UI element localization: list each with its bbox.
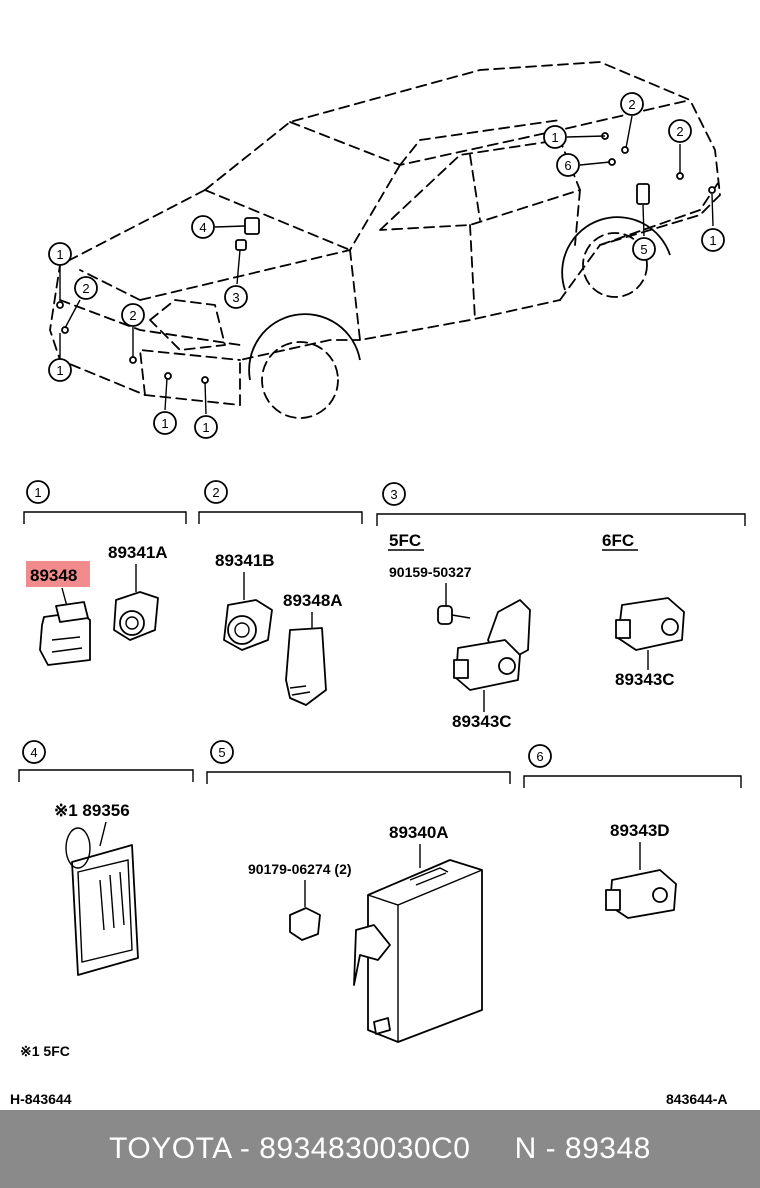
svg-text:1: 1	[202, 420, 209, 435]
svg-text:2: 2	[82, 281, 89, 296]
svg-text:1: 1	[161, 416, 168, 431]
part-label-89348A[interactable]: 89348A	[283, 591, 343, 610]
section-4-number: 4	[30, 745, 37, 760]
svg-text:6: 6	[564, 158, 571, 173]
part-label-89343C-5FC[interactable]: 89343C	[452, 712, 512, 731]
section-3-number: 3	[390, 487, 397, 502]
drawing-code-right: 843644-A	[666, 1091, 728, 1107]
car-callout-2c[interactable]: 2	[620, 92, 644, 116]
variant-5FC: 5FC	[389, 531, 421, 550]
note-5FC: ※1 5FC	[20, 1043, 70, 1059]
part-label-90159-50327[interactable]: 90159-50327	[389, 564, 472, 580]
car-illustration	[49, 61, 721, 419]
car-callout-1c[interactable]: 1	[153, 411, 177, 435]
section-2: 2 89341B 89348A	[198, 480, 363, 706]
car-callout-3[interactable]: 3	[224, 285, 248, 309]
svg-text:3: 3	[232, 290, 239, 305]
part-label-89340A[interactable]: 89340A	[389, 823, 449, 842]
svg-text:1: 1	[56, 247, 63, 262]
svg-text:1: 1	[551, 130, 558, 145]
parts-diagram: 1 2 1 2 1 1 3 4 1 2 6 2 5 1 1 89348 8934…	[10, 61, 746, 1107]
svg-text:2: 2	[676, 124, 683, 139]
car-callouts: 1 2 1 2 1 1 3 4 1 2 6 2 5 1	[48, 92, 725, 439]
section-3: 3 5FC 6FC 90159-50327 89343C 89343C	[376, 482, 746, 731]
car-callout-2a[interactable]: 2	[74, 276, 98, 300]
section-6: 6 89343D	[523, 744, 742, 919]
section-1: 1 89348 89341A	[23, 480, 187, 666]
car-callout-1b[interactable]: 1	[48, 358, 72, 382]
car-callout-2d[interactable]: 2	[668, 119, 692, 143]
part-label-89341B[interactable]: 89341B	[215, 551, 275, 570]
car-callout-6[interactable]: 6	[556, 153, 580, 177]
svg-text:4: 4	[199, 220, 206, 235]
drawing-code-left: H-843644	[10, 1091, 72, 1107]
footer-bar: TOYOTA - 8934830030C0 N - 89348	[0, 1110, 760, 1188]
svg-text:2: 2	[628, 97, 635, 112]
section-2-number: 2	[212, 485, 219, 500]
car-callout-1e[interactable]: 1	[543, 125, 567, 149]
variant-6FC: 6FC	[602, 531, 634, 550]
section-6-number: 6	[536, 749, 543, 764]
car-callout-1a[interactable]: 1	[48, 242, 72, 266]
footer-part-text: TOYOTA - 8934830030C0 N - 89348	[109, 1132, 651, 1165]
svg-text:2: 2	[129, 308, 136, 323]
section-5: 5 90179-06274 (2) 89340A	[206, 740, 511, 1043]
part-label-89356[interactable]: ※1 89356	[54, 801, 130, 820]
car-callout-5[interactable]: 5	[632, 237, 656, 261]
car-callout-4[interactable]: 4	[191, 215, 215, 239]
svg-text:1: 1	[709, 233, 716, 248]
highlight-89348	[26, 561, 90, 587]
svg-text:5: 5	[640, 242, 647, 257]
section-5-number: 5	[218, 745, 225, 760]
car-callout-1f[interactable]: 1	[701, 228, 725, 252]
part-label-89341A[interactable]: 89341A	[108, 543, 168, 562]
svg-text:1: 1	[56, 363, 63, 378]
section-1-number: 1	[34, 485, 41, 500]
car-callout-2b[interactable]: 2	[121, 303, 145, 327]
part-label-90179-06274[interactable]: 90179-06274 (2)	[248, 861, 352, 877]
section-4: 4 ※1 89356 ※1 5FC	[18, 740, 194, 1059]
part-label-89343D[interactable]: 89343D	[610, 821, 670, 840]
part-label-89348[interactable]: 89348	[30, 566, 77, 585]
part-label-89343C-6FC[interactable]: 89343C	[615, 670, 675, 689]
car-callout-1d[interactable]: 1	[194, 415, 218, 439]
